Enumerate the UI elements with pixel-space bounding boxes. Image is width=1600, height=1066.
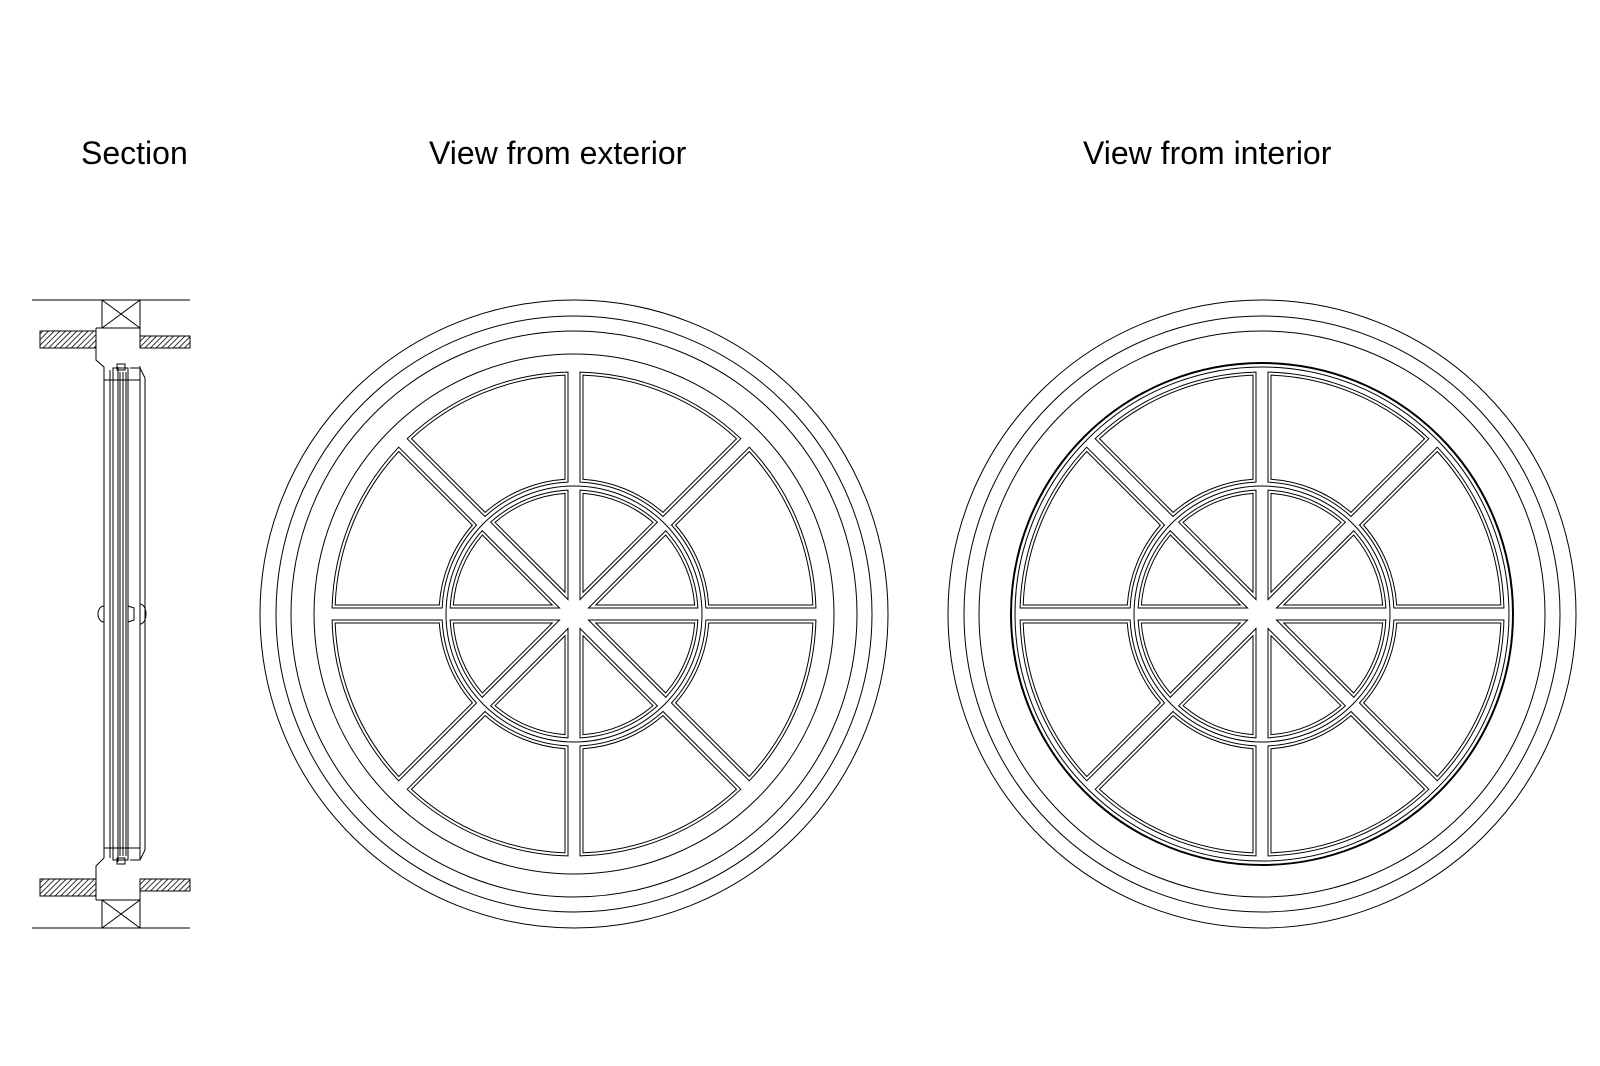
exterior-window-elevation (260, 300, 888, 928)
outer-pane-glass (583, 375, 737, 512)
inner-pane (1138, 531, 1247, 608)
inner-pane (1268, 490, 1345, 599)
inner-pane-glass (1183, 493, 1253, 592)
inner-pane-glass (495, 636, 565, 735)
outer-pane (332, 620, 476, 781)
inner-pane (1268, 628, 1345, 737)
outer-pane-glass (1099, 716, 1253, 853)
outer-pane-glass (676, 451, 813, 605)
interior-view-title: View from interior (1083, 135, 1332, 171)
inner-pane (491, 490, 568, 599)
outer-pane-glass (1271, 716, 1425, 853)
outer-pane (1359, 447, 1503, 608)
exterior-muntin-grid (332, 372, 816, 856)
inner-pane (450, 620, 559, 697)
inner-pane-glass (1141, 623, 1240, 693)
outer-pane-glass (676, 623, 813, 777)
inner-pane-glass (1141, 535, 1240, 605)
inner-pane-glass (1271, 636, 1341, 735)
inner-pane-glass (1284, 623, 1383, 693)
inner-pane-glass (1284, 535, 1383, 605)
interior-frame-bold-2 (1015, 367, 1509, 861)
section-drawing (32, 300, 190, 928)
interior-trim (130, 368, 145, 860)
outer-pane-glass (335, 451, 472, 605)
inner-pane-glass (453, 623, 552, 693)
inner-pane (1179, 490, 1256, 599)
outer-pane (1268, 372, 1429, 516)
interior-frame-bold (1011, 363, 1513, 865)
outer-pane-glass (1023, 623, 1160, 777)
inner-pane (1179, 628, 1256, 737)
outer-pane (1020, 447, 1164, 608)
interior-window-elevation (948, 300, 1576, 928)
inner-pane-glass (1183, 636, 1253, 735)
exterior-sash-line (314, 354, 834, 874)
wall-hatch-top-right (140, 336, 190, 348)
outer-pane (1020, 620, 1164, 781)
outer-pane-glass (335, 623, 472, 777)
exterior-casing-outer (260, 300, 888, 928)
outer-pane (580, 372, 741, 516)
outer-pane (1359, 620, 1503, 781)
inner-pane (1276, 531, 1385, 608)
exterior-casing-inner (276, 316, 872, 912)
interior-casing-inner (964, 316, 1560, 912)
ring-muntin-centerline (1134, 486, 1390, 742)
outer-pane (1268, 711, 1429, 855)
ring-muntin-centerline (446, 486, 702, 742)
inner-pane-glass (453, 535, 552, 605)
wall-hatch-bottom-left (40, 879, 96, 896)
interior-frame-outer (979, 331, 1545, 897)
exterior-frame-outer (291, 331, 857, 897)
inner-pane (1138, 620, 1247, 697)
top-blocking (102, 300, 140, 328)
muntin-section-interior (128, 606, 134, 622)
outer-pane-glass (1364, 451, 1501, 605)
inner-pane-glass (495, 493, 565, 592)
bottom-blocking (102, 900, 140, 928)
head-casing (96, 328, 140, 380)
muntin-section-interior-2 (140, 604, 146, 624)
muntin-section-exterior (98, 606, 104, 622)
inner-pane (588, 531, 697, 608)
inner-pane-glass (1271, 493, 1341, 592)
inner-pane (1276, 620, 1385, 697)
interior-casing-outer (948, 300, 1576, 928)
inner-pane (491, 628, 568, 737)
outer-pane-glass (1099, 375, 1253, 512)
outer-pane (1095, 372, 1256, 516)
exterior-view-title: View from exterior (429, 135, 687, 171)
outer-pane (580, 711, 741, 855)
outer-pane-glass (411, 716, 565, 853)
glazing-cap-bottom (117, 858, 125, 864)
inner-pane (580, 490, 657, 599)
outer-pane (407, 711, 568, 855)
inner-pane-glass (583, 636, 653, 735)
outer-pane (671, 447, 815, 608)
inner-pane (580, 628, 657, 737)
outer-pane (1095, 711, 1256, 855)
outer-pane (407, 372, 568, 516)
inner-pane-glass (596, 623, 695, 693)
inner-pane-glass (596, 535, 695, 605)
outer-pane-glass (1364, 623, 1501, 777)
outer-pane-glass (1271, 375, 1425, 512)
wall-hatch-top-left (40, 331, 96, 348)
wall-hatch-bottom-right (140, 879, 190, 891)
interior-muntin-grid (1020, 372, 1504, 856)
inner-pane (450, 531, 559, 608)
outer-pane (332, 447, 476, 608)
section-title: Section (81, 135, 188, 171)
outer-pane-glass (583, 716, 737, 853)
inner-pane (588, 620, 697, 697)
glazing-cap-top (117, 364, 125, 370)
outer-pane-glass (411, 375, 565, 512)
inner-pane-glass (583, 493, 653, 592)
outer-pane-glass (1023, 451, 1160, 605)
glazing-outer (113, 368, 128, 860)
outer-pane (671, 620, 815, 781)
